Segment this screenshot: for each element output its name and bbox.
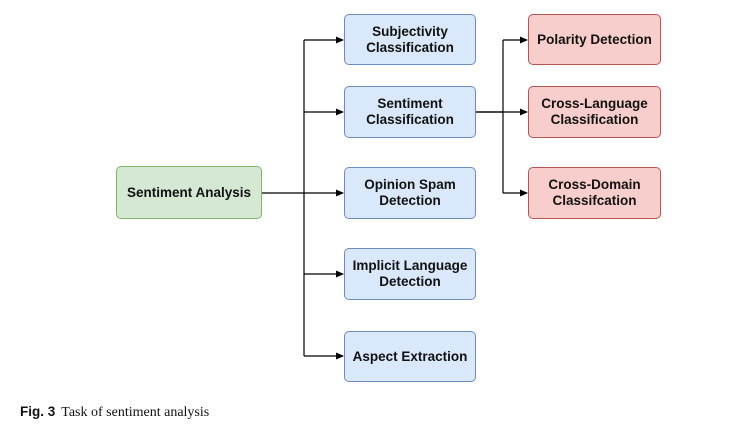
task-node-label: Aspect Extraction	[352, 348, 468, 364]
task-node-label: Implicit Language Detection	[352, 258, 468, 289]
subtask-node-label: Cross-Domain Classifcation	[548, 177, 641, 208]
subtask-node-cross-language-classification: Cross-Language Classification	[528, 86, 661, 138]
root-node-label: Sentiment Analysis	[126, 184, 252, 200]
root-node-sentiment-analysis: Sentiment Analysis	[116, 166, 262, 219]
task-node-implicit-language-detection: Implicit Language Detection	[344, 248, 476, 300]
figure-title: Task of sentiment analysis	[61, 405, 210, 420]
task-node-label: Sentiment Classification	[366, 96, 454, 127]
task-node-opinion-spam-detection: Opinion Spam Detection	[344, 167, 476, 219]
task-node-label: Opinion Spam Detection	[364, 177, 456, 208]
task-node-sentiment-classification: Sentiment Classification	[344, 86, 476, 138]
subtask-node-label: Cross-Language Classification	[541, 96, 648, 127]
task-node-label: Subjectivity Classification	[366, 23, 454, 55]
task-node-aspect-extraction: Aspect Extraction	[344, 331, 476, 382]
subtask-node-cross-domain-classification: Cross-Domain Classifcation	[528, 167, 661, 219]
subtask-node-label: Polarity Detection	[537, 31, 652, 47]
subtask-node-polarity-detection: Polarity Detection	[528, 14, 661, 65]
figure-caption: Fig. 3 Task of sentiment analysis	[20, 404, 209, 421]
figure-number: Fig. 3	[20, 404, 56, 419]
task-node-subjectivity-classification: Subjectivity Classification	[344, 14, 476, 65]
